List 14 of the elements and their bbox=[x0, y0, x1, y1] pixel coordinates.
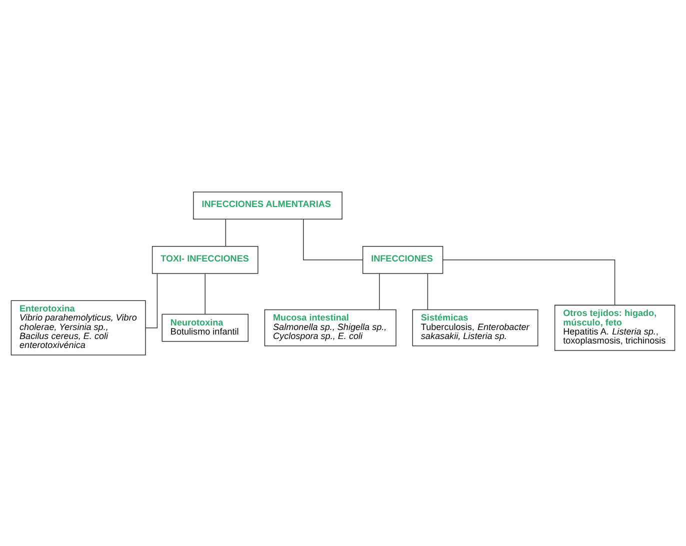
node-box: Otros tejidos: higado, músculo, feto Hepatitis A. Listeria sp., toxoplasmosis, trichinosis bbox=[554, 304, 676, 350]
node-box: Mucosa intestinal Salmonella sp., Shigella sp., Cyclospora sp., E. coli bbox=[264, 308, 396, 346]
node-box: Sistémicas Tuberculosis, Enterobacter sakasakii, Listeria sp. bbox=[412, 308, 538, 346]
node-box: TOXI- INFECCIONES bbox=[152, 245, 258, 274]
connector bbox=[303, 218, 364, 260]
node-box: INFECCIONES bbox=[362, 245, 444, 274]
node-box: INFECCIONES ALMENTARIAS bbox=[193, 191, 342, 220]
node-box: Neurotoxina Botulismo infantil bbox=[162, 313, 248, 342]
connector bbox=[204, 272, 206, 314]
connector bbox=[442, 259, 616, 305]
connector bbox=[225, 218, 226, 246]
connector bbox=[427, 272, 428, 310]
node-box: Enterotoxina Vibrio parahemolyticus, Vibro cholerae, Yersinia sp., Bacilus cereus, E. coli enterotoxivénica bbox=[10, 300, 146, 355]
connector bbox=[379, 272, 380, 310]
